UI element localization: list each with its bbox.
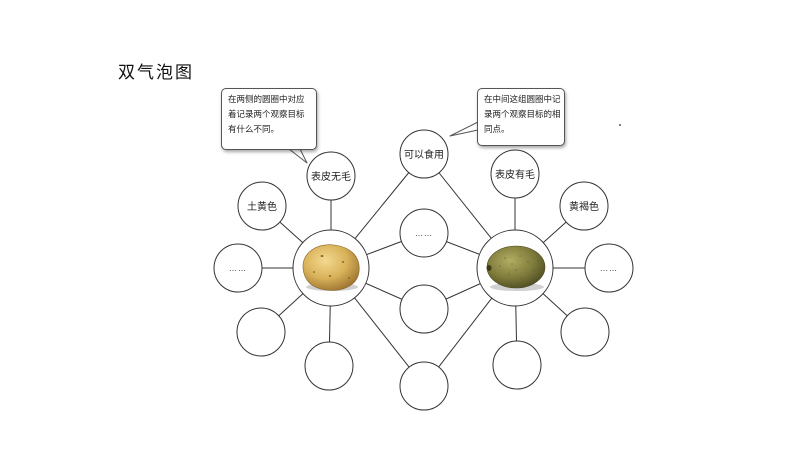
- bubble-center-1: [399, 208, 449, 258]
- bubble-label-left-mid: ……: [229, 264, 247, 273]
- callout-right-line: 同点。: [484, 125, 510, 135]
- kiwi-icon: [486, 245, 546, 291]
- bubble-right-top: [490, 149, 540, 199]
- callout-left-line: 在两侧的圆圈中对应: [228, 95, 305, 105]
- bubble-right-bottom: [492, 340, 542, 390]
- bubble-left-upper: [237, 181, 287, 231]
- page-title: 双气泡图: [118, 63, 194, 83]
- bubble-left-top: [306, 151, 356, 201]
- bubble-right-mid: [584, 243, 634, 293]
- stray-mark: [619, 124, 621, 126]
- bubble-label-top-center: 可以食用: [404, 148, 444, 161]
- bubble-left-bottom: [304, 341, 354, 391]
- bubble-center-2: [399, 284, 449, 334]
- bubble-label-right-top: 表皮有毛: [495, 168, 535, 181]
- bubble-label-right-mid: ……: [600, 264, 618, 273]
- callout-left-line: 着记录两个观察目标: [228, 110, 305, 120]
- bubble-label-left-upper: 土黄色: [247, 200, 277, 213]
- bubble-top-center: [399, 129, 449, 179]
- bubble-label-right-upper: 黄褐色: [569, 200, 599, 213]
- callout-left: 在两侧的圆圈中对应 着记录两个观察目标 有什么不同。: [221, 88, 317, 150]
- bubble-left-lower: [236, 307, 286, 357]
- bubble-left-mid: [213, 243, 263, 293]
- callout-right-line: 在中间这组圆圈中记: [484, 95, 561, 105]
- callout-left-line: 有什么不同。: [228, 125, 280, 135]
- bubble-label-center-1: ……: [415, 229, 433, 238]
- callout-right-line: 录两个观察目标的相: [484, 110, 561, 120]
- bubble-right-lower: [560, 307, 610, 357]
- bubble-center-bottom: [399, 361, 449, 411]
- potato-icon: [302, 244, 360, 291]
- callout-right: 在中间这组圆圈中记 录两个观察目标的相 同点。: [477, 88, 565, 146]
- callout-tail-left: [288, 148, 308, 164]
- bubble-label-left-top: 表皮无毛: [311, 170, 351, 183]
- callout-tail-right: [449, 121, 479, 137]
- bubble-right-upper: [559, 181, 609, 231]
